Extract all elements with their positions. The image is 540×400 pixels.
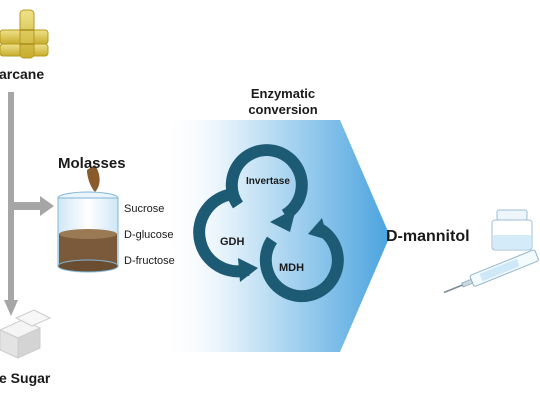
sugarcane-icon — [0, 9, 49, 59]
sugarcane-label: arcane — [0, 66, 45, 82]
process-title-line2: conversion — [248, 102, 318, 117]
mdh-cycle-icon — [259, 222, 344, 303]
molasses-beaker-icon — [57, 165, 119, 273]
component-sucrose: Sucrose — [124, 203, 165, 215]
enzyme-mdh-label: MDH — [279, 262, 305, 274]
invertase-cycle-icon — [225, 144, 308, 221]
enzyme-invertase-label: Invertase — [246, 176, 290, 187]
syringe-icon — [443, 249, 539, 294]
component-d-glucose: D-glucose — [124, 229, 174, 241]
enzyme-gdh-label: GDH — [220, 236, 245, 248]
process-title-line1: Enzymatic — [250, 86, 316, 101]
sugar-label: e Sugar — [0, 370, 51, 386]
gdh-cycle-icon — [193, 189, 250, 278]
enzyme-cycles — [193, 144, 344, 303]
conversion-chevron — [160, 120, 390, 352]
sugar-cubes-icon — [0, 309, 52, 359]
component-d-fructose: D-fructose — [124, 255, 175, 267]
flow-arrows — [4, 92, 54, 316]
product-label: D-mannitol — [386, 228, 470, 245]
molasses-title: Molasses — [58, 155, 126, 172]
vial-icon — [491, 209, 533, 251]
